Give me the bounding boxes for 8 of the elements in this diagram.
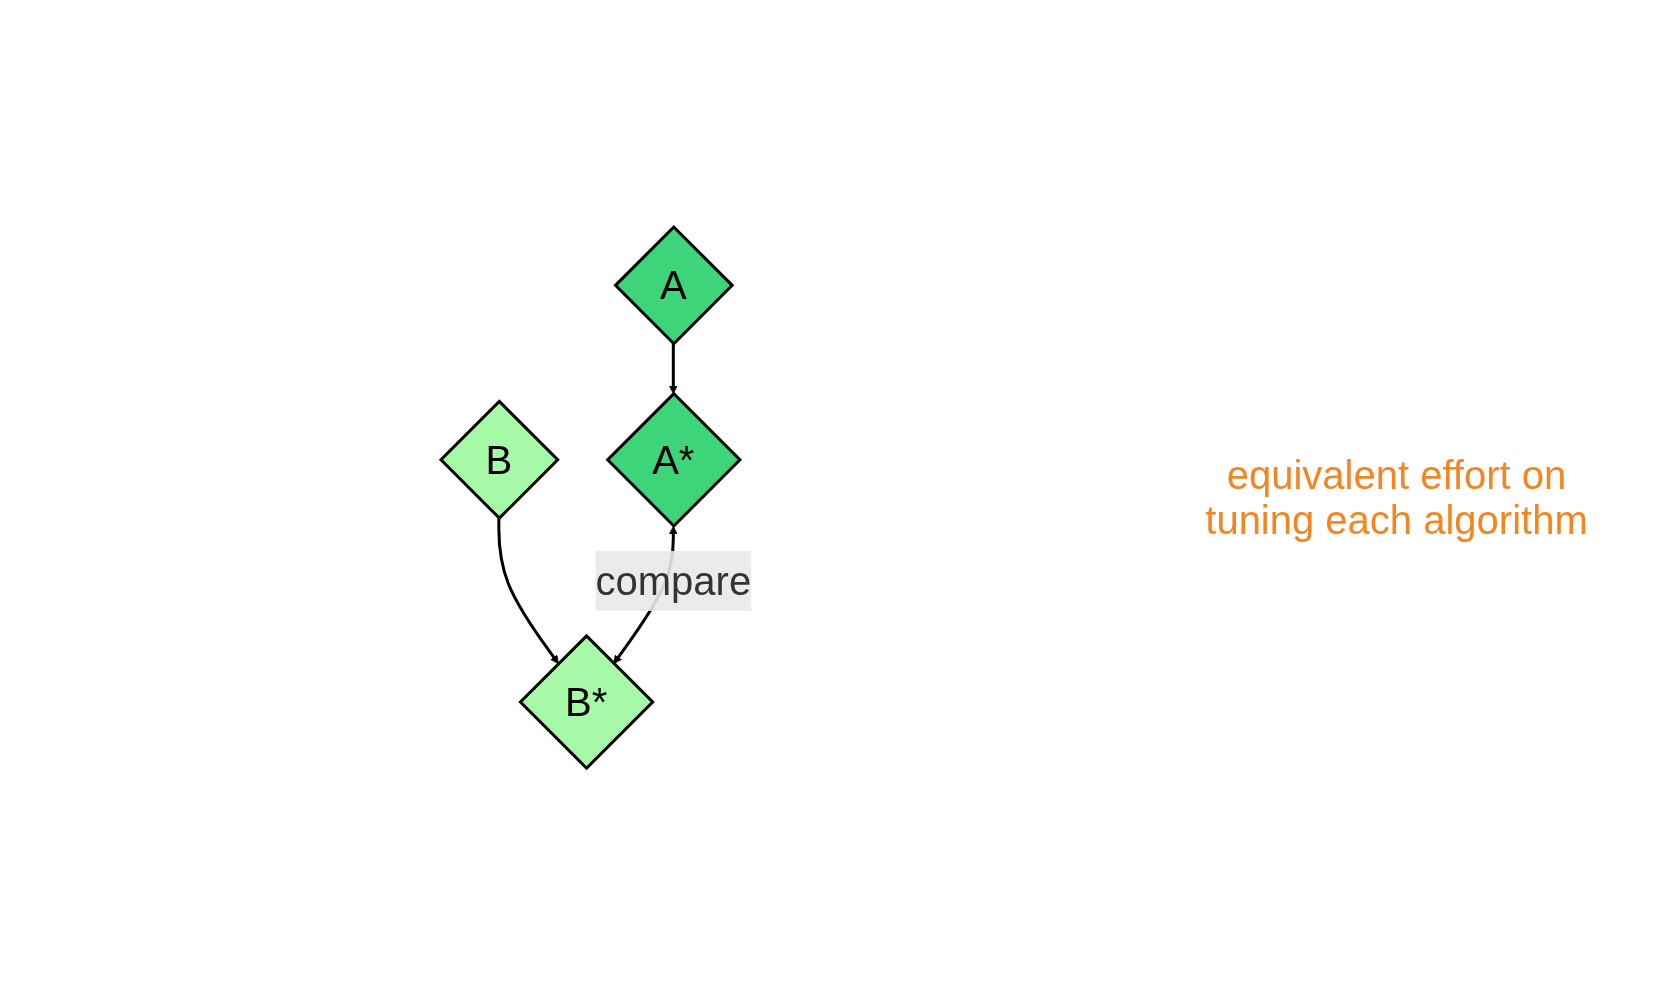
- note-text: equivalent effort on tuning each algorithm: [1204, 453, 1589, 543]
- node-diamond: A: [613, 225, 735, 347]
- node-diamond: B: [439, 399, 561, 521]
- arrow: [497, 518, 560, 665]
- edge-label: compare: [595, 559, 752, 604]
- arrow: [669, 344, 679, 395]
- node-diamond: B*: [518, 634, 656, 771]
- node-diamond: A*: [606, 391, 743, 529]
